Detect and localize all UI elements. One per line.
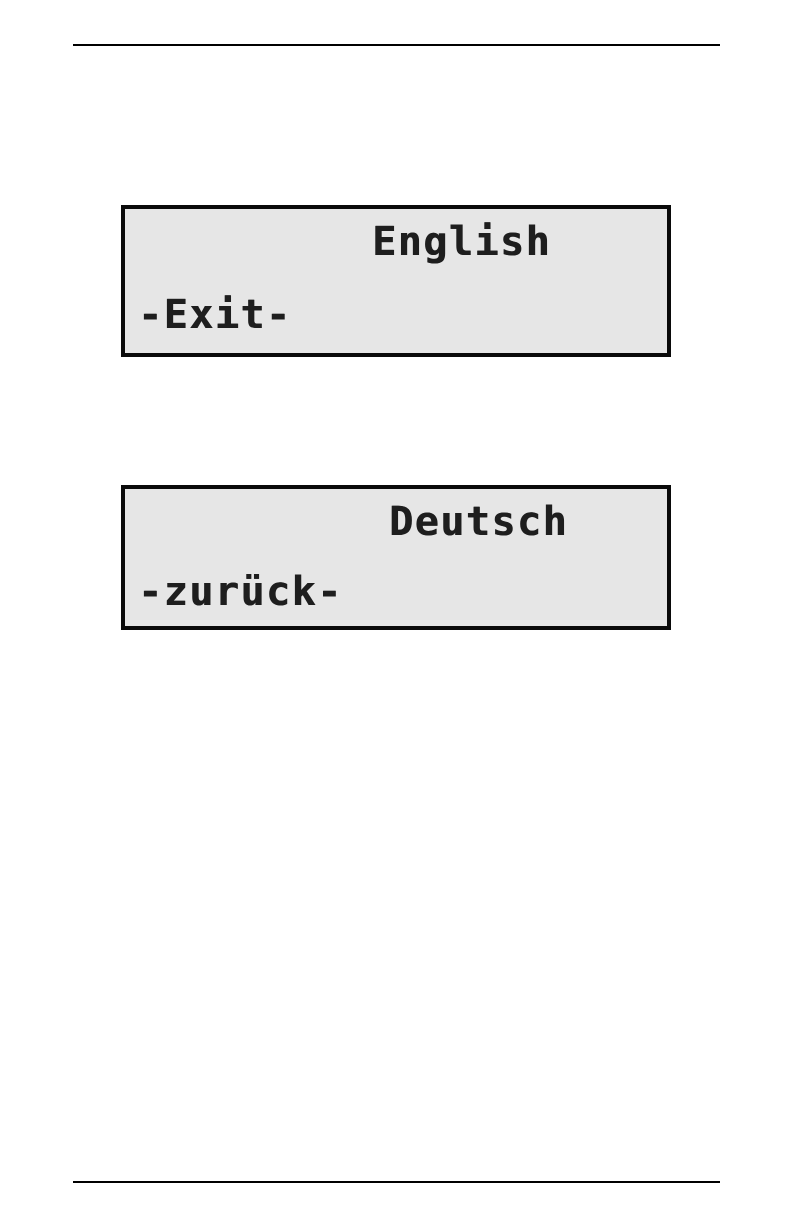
lcd-exit-label: -Exit- — [138, 292, 292, 338]
lcd-screen-english: English -Exit- — [121, 205, 671, 357]
lcd-language-label-german: Deutsch — [389, 499, 569, 545]
lcd-screen-german: Deutsch -zurück- — [121, 485, 671, 630]
bottom-rule — [73, 1181, 720, 1183]
top-rule — [73, 44, 720, 46]
lcd-language-label-english: English — [372, 219, 552, 265]
lcd-back-label: -zurück- — [138, 569, 343, 615]
